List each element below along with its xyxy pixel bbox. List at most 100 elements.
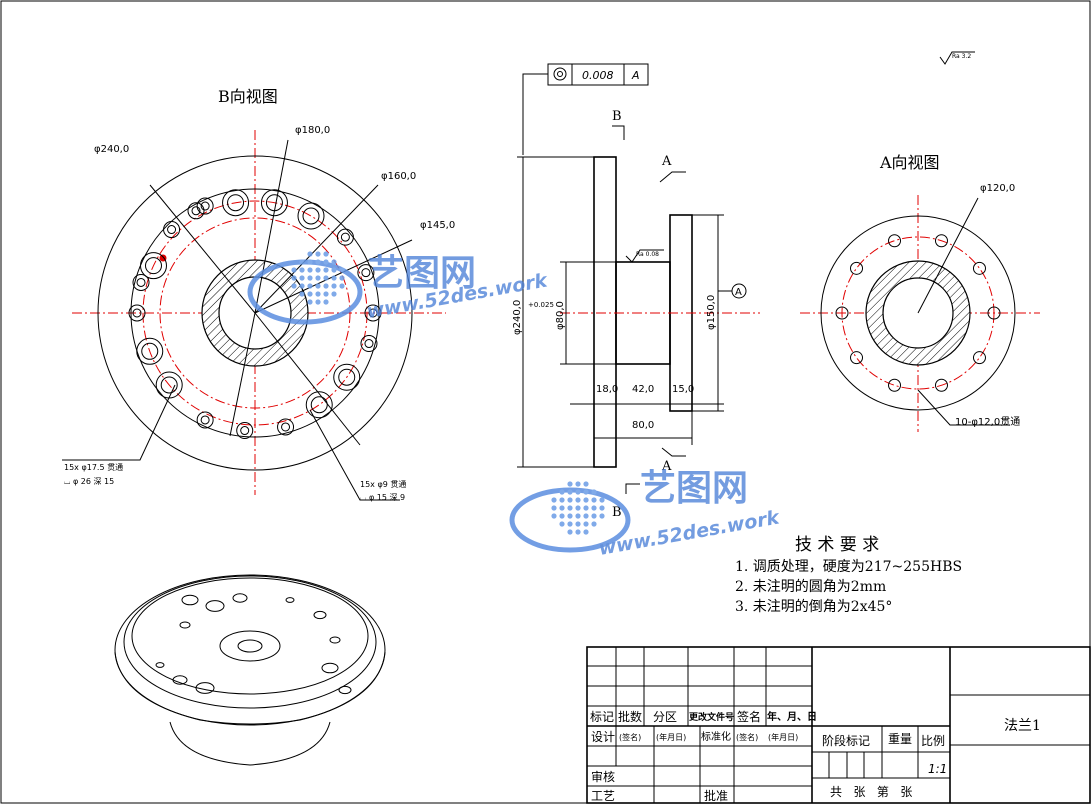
a-outer-circle — [820, 215, 1016, 411]
b-through-hole-small — [364, 339, 374, 349]
b-leader-holes-a — [62, 384, 176, 461]
b-holes-a-1: 15x φ17.5 贯通 — [64, 462, 123, 472]
watermark-dot — [567, 489, 573, 495]
tb-header-sign: 签名 — [737, 709, 761, 724]
a-bolt-hole — [934, 234, 948, 248]
section-mark-a-bottom — [661, 447, 686, 457]
section-mark-b-bottom — [625, 483, 640, 494]
tb-header-mark: 标记 — [590, 710, 614, 724]
tb-process: 工艺 — [591, 789, 615, 803]
watermark-dot — [583, 529, 589, 535]
req-title: 技 术 要 求 — [795, 535, 879, 555]
iso-hole — [321, 662, 339, 674]
tb-header-zone: 分区 — [653, 710, 677, 724]
b-ring-circle — [130, 188, 380, 438]
watermark-dot — [559, 497, 565, 503]
b-holes-b-1: 15x φ9 贯通 — [360, 479, 406, 489]
watermark-dot — [583, 513, 589, 519]
watermark-dot — [299, 283, 305, 289]
watermark-dot — [551, 505, 557, 511]
iso-hole — [181, 594, 199, 606]
b-counterbore-hole-small — [364, 304, 382, 322]
sec-dim-240-tol: +0.025 — [528, 301, 554, 309]
a-leader-holes — [917, 389, 1010, 426]
iso-hole — [195, 682, 215, 694]
b-counterbore-hole — [305, 391, 333, 419]
b-counterbore-hole-small — [163, 221, 181, 239]
iso-hub — [219, 630, 281, 662]
a-bolt-hole — [987, 306, 1001, 320]
b-through-hole-small — [136, 277, 146, 287]
iso-hole — [179, 621, 191, 629]
watermark-dot — [323, 291, 329, 297]
watermark-dot — [307, 275, 313, 281]
watermark-dot — [591, 513, 597, 519]
watermark-dot — [575, 505, 581, 511]
iso-outer — [114, 574, 386, 726]
iso-hole — [285, 597, 295, 603]
b-through-hole-small — [200, 201, 210, 211]
watermark-dot — [323, 267, 329, 273]
watermark-dot — [567, 481, 573, 487]
watermark-dot — [559, 513, 565, 519]
watermark-dot — [307, 259, 313, 265]
a-bolt-hole — [850, 351, 864, 365]
gdt-datum: A — [631, 69, 640, 82]
title-block: 标记 批数 分区 更改文件号 签名 年、月、日 设计 (签名) (年月日) 标准… — [586, 646, 1091, 804]
sec-dim-150: φ150,0 — [706, 295, 717, 330]
b-counterbore-hole-small — [357, 264, 375, 282]
watermark-dot — [575, 481, 581, 487]
watermark-dot — [599, 513, 605, 519]
a-bolt-hole — [934, 378, 948, 392]
watermark-dot — [315, 275, 321, 281]
label-a-top: A — [661, 154, 672, 169]
sec-dim-80: φ80,0 — [555, 301, 566, 330]
isometric-view — [114, 574, 386, 766]
watermark-dot — [591, 521, 597, 527]
b-counterbore-hole — [136, 337, 164, 365]
b-through-hole-small — [281, 422, 291, 432]
b-counterbore-hole-small — [196, 197, 214, 215]
iso-hole — [338, 685, 352, 695]
tb-review: 审核 — [591, 769, 615, 784]
iso-hole — [232, 593, 248, 603]
watermark-dot — [551, 497, 557, 503]
b-counterbore-hole — [297, 202, 325, 230]
b-through-hole-small — [132, 308, 142, 318]
a-bolt-hole — [835, 306, 849, 320]
a-bolt-hole — [850, 261, 864, 275]
b-counterbore-hole-small — [132, 273, 150, 291]
b-counterbore-hole-small — [336, 228, 354, 246]
b-holes-b-2: ⌴ φ 15 深 9 — [360, 493, 405, 502]
tb-std-date: (年月日) — [768, 732, 798, 742]
flange-plate — [593, 156, 617, 468]
flange-neck — [615, 261, 671, 365]
b-counterbore-hole-small — [196, 411, 214, 429]
concentricity-icon — [553, 67, 567, 81]
watermark-dot — [291, 267, 297, 273]
watermark-globe-icon — [291, 251, 345, 305]
b-pcd-outer — [142, 200, 368, 426]
a-bolt-hole — [972, 351, 986, 365]
gdt-leader — [522, 73, 548, 155]
watermark-globe-icon — [551, 481, 605, 535]
tb-header-count: 批数 — [618, 709, 642, 724]
watermark-dot — [575, 497, 581, 503]
b-leader-holes — [254, 312, 361, 446]
tb-standardize: 标准化 — [701, 730, 731, 743]
b-counterbore-hole-small — [277, 418, 295, 436]
tb-part-name: 法兰1 — [1004, 718, 1041, 734]
b-holes-a-2: ⌴ φ 26 深 15 — [64, 477, 114, 486]
b-leader-180 — [254, 139, 289, 314]
b-through-hole — [302, 207, 320, 225]
b-through-hole-small — [368, 308, 378, 318]
a-bolt-hole — [888, 234, 902, 248]
req-item-2: 2. 未注明的圆角为2mm — [735, 579, 886, 595]
watermark-dot — [559, 505, 565, 511]
b-through-hole-small — [167, 225, 177, 235]
iso-hole — [155, 662, 165, 668]
roughness-mid-icon — [625, 249, 664, 263]
watermark-dot — [583, 497, 589, 503]
tb-std-sign: (签名) — [736, 732, 758, 742]
